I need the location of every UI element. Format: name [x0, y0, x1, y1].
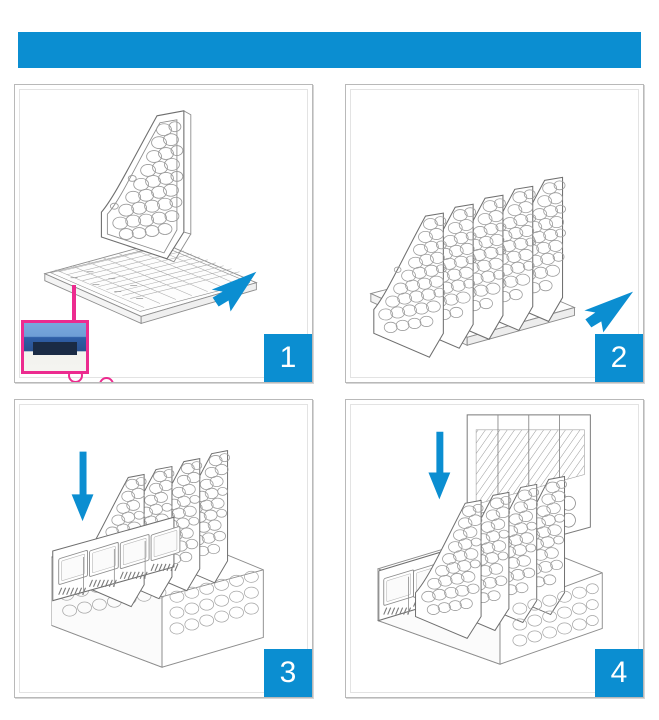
detail-inset-photo: [21, 320, 89, 374]
step-panel-4[interactable]: 4: [345, 399, 644, 698]
arrow-left-icon: [211, 271, 257, 312]
inset-slot-shape: [32, 342, 78, 355]
step-badge-2: 2: [595, 334, 643, 382]
step-panel-2[interactable]: 2: [345, 84, 644, 383]
arrow-down-icon: [428, 431, 451, 500]
step-2-illustration: [369, 176, 634, 358]
step-3-illustration: [51, 450, 264, 668]
step-panel-3[interactable]: 3: [14, 399, 313, 698]
callout-leader-line: [72, 285, 76, 322]
header-bar: [18, 32, 641, 68]
step-badge-1: 1: [264, 334, 312, 382]
step-badge-3: 3: [264, 649, 312, 697]
step-badge-4: 4: [595, 649, 643, 697]
step-panel-1[interactable]: 1: [14, 84, 313, 383]
step-4-illustration: [377, 414, 603, 665]
arrow-down-icon: [71, 451, 94, 522]
step-1-illustration: [43, 110, 258, 325]
arrow-left-icon: [584, 291, 634, 333]
